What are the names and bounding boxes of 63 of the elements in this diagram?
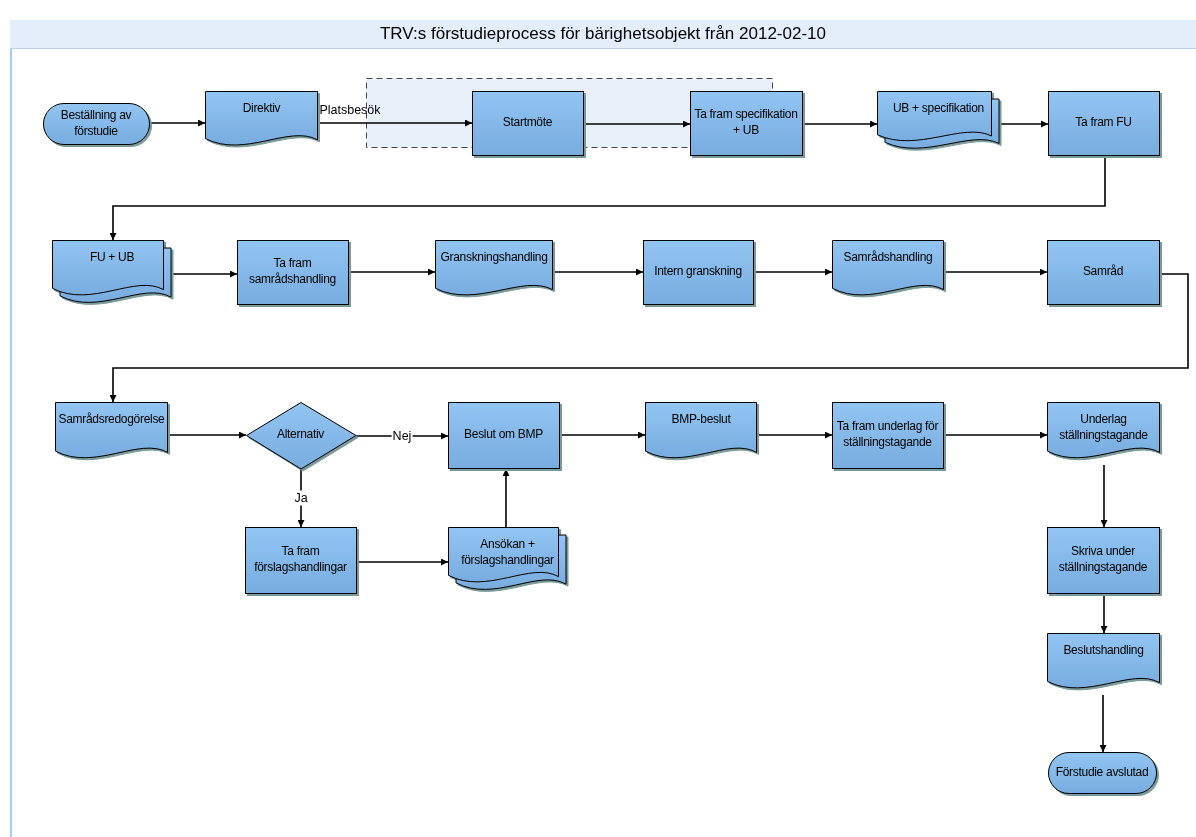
arrow [167,431,247,439]
arrow [559,431,646,439]
terminator-shape [43,103,153,148]
arrow [753,268,833,276]
arrow [317,119,473,127]
arrow [149,119,206,127]
arrow [1100,464,1108,528]
node-label: Ta fram samrådshandling [248,256,337,288]
node-label: Samrådshandling [843,250,933,266]
edge-label: Platsbesök [318,102,382,118]
node-label: Beslutshandling [1063,643,1144,659]
node-label: Ansökan + förslagshandlingar [460,537,555,569]
process-box [237,240,352,308]
node-label: Alternativ [277,427,324,443]
terminator-shape [1048,752,1160,797]
process-box [1048,91,1163,159]
arrow [109,273,1189,403]
arrow [171,270,238,278]
node-label: Startmöte [502,115,553,131]
node-label: Intern granskning [654,264,742,280]
arrow [999,120,1049,128]
arrow [756,431,833,439]
process-box [472,91,587,159]
node-label: Underlag ställningstagande [1058,412,1149,444]
node-label: Direktiv [242,101,281,117]
decision-diamond [246,402,359,472]
arrow [348,268,436,276]
arrow [802,120,878,128]
process-box [245,527,360,597]
node-label: UB + specifikation [893,101,984,117]
process-box [690,91,806,159]
node-label: Skriva under ställningstagande [1057,544,1149,576]
process-box [1047,527,1163,597]
node-label: Ta fram specifikation + UB [694,107,798,139]
arrow [943,268,1048,276]
node-label: Förstudie avslutad [1055,764,1149,781]
node-label: Beslut om BMP [464,427,543,443]
node-label: BMP-beslut [671,412,731,428]
node-label: Ta fram underlag för ställningstagande [836,419,939,451]
arrow [502,468,510,528]
arrow [356,558,449,566]
node-label: Samrådsredogörelse [58,412,165,428]
arrow [355,432,449,440]
edge-label: Ja [293,490,309,506]
diagram-title: TRV:s förstudieprocess för bärighetsobjekt från 2012-02-10 [380,23,826,46]
edge-label: Nej [391,428,413,444]
arrow [1100,593,1108,634]
arrow [943,431,1048,439]
process-box [643,240,757,308]
node-label: Ta fram FU [1075,115,1132,131]
arrow [109,155,1106,241]
process-box [832,402,947,472]
arrow [583,120,691,128]
node-label: Beställning av förstudie [59,107,133,140]
arrow [297,468,305,528]
node-label: Ta fram förslagshandlingar [253,544,348,576]
node-label: Samråd [1082,264,1124,280]
arrow [552,268,644,276]
arrow [1099,694,1107,753]
process-box [448,402,563,472]
process-box [1047,240,1163,308]
node-label: FU + UB [89,250,135,266]
node-label: Granskningshandling [440,250,548,266]
